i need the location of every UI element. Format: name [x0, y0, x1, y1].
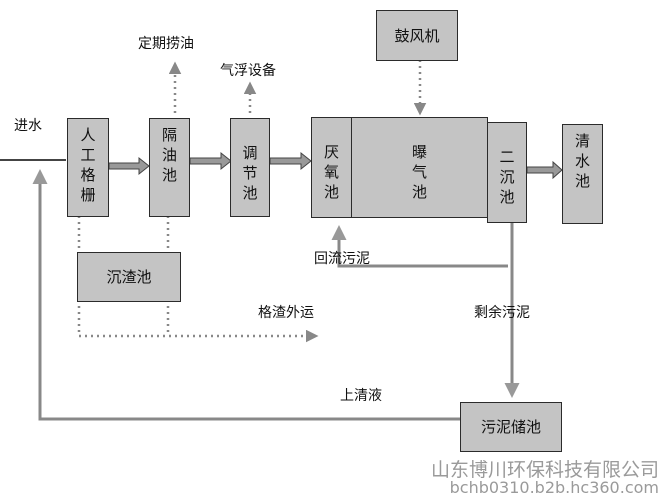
excess-sludge-label: 剩余污泥 — [474, 305, 530, 321]
arrow-oil-to-equal — [189, 151, 232, 171]
oil-separator-unit: 隔 油 池 — [149, 118, 190, 217]
clear-water-label: 清 水 池 — [574, 132, 590, 190]
return-sludge-label: 回流污泥 — [314, 251, 370, 267]
supernatant-line — [32, 169, 460, 421]
anoxic-label: 厌 氧 池 — [323, 143, 339, 201]
clear-water-unit: 清 水 池 — [562, 124, 603, 224]
inlet-label: 进水 — [14, 118, 42, 134]
aeration-label: 曝 气 池 — [411, 143, 427, 201]
arrow-screen-to-oil — [108, 156, 150, 176]
arrow-clarifier-to-clear — [526, 160, 563, 180]
air-flotation-label: 气浮设备 — [220, 63, 276, 79]
secondary-clarifier-unit: 二 沉 池 — [487, 122, 527, 223]
skim-oil-label: 定期捞油 — [138, 36, 194, 52]
grit-tank-unit: 沉渣池 — [77, 252, 181, 302]
anoxic-unit: 厌 氧 池 — [311, 117, 352, 218]
sludge-storage-label: 污泥储池 — [480, 418, 541, 436]
grit-tank-label: 沉渣池 — [106, 268, 152, 286]
watermark-site: bchb0310.b2b.hc360.com — [449, 478, 659, 497]
equalization-label: 调 节 池 — [242, 144, 258, 202]
equalization-unit: 调 节 池 — [230, 118, 270, 217]
supernatant-label: 上清液 — [340, 388, 382, 404]
oil-separator-label: 隔 油 池 — [161, 126, 177, 184]
blower-unit: 鼓风机 — [376, 10, 458, 61]
sludge-storage-unit: 污泥储池 — [460, 402, 562, 452]
manual-screen-unit: 人 工 格 栅 — [67, 118, 109, 217]
manual-screen-label: 人 工 格 栅 — [80, 126, 96, 204]
watermark-company: 山东博川环保科技有限公司 — [430, 459, 659, 481]
aeration-unit: 曝 气 池 — [351, 117, 488, 218]
blower-label: 鼓风机 — [394, 26, 440, 45]
secondary-clarifier-label: 二 沉 池 — [499, 148, 515, 206]
arrow-equal-to-anoxic — [269, 151, 312, 171]
screenings-out-label: 格渣外运 — [258, 305, 314, 321]
return-sludge-line — [331, 225, 508, 268]
